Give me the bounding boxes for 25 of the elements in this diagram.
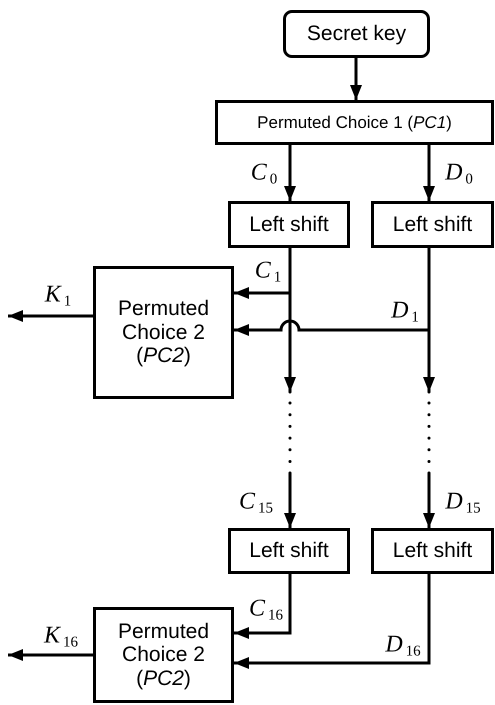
process-box bbox=[371, 528, 494, 574]
arrow bbox=[234, 574, 292, 639]
arrow bbox=[284, 145, 296, 201]
process-box bbox=[371, 201, 494, 248]
arrow bbox=[423, 145, 435, 201]
arrow bbox=[234, 574, 430, 669]
node-label: Left shift bbox=[249, 539, 329, 563]
process-box bbox=[228, 201, 350, 248]
arrow bbox=[423, 246, 435, 530]
arrow bbox=[284, 246, 296, 530]
process-box bbox=[215, 100, 494, 145]
node-label: Secret key bbox=[306, 22, 406, 46]
node-label: Permuted Choice 2 (PC2) bbox=[116, 620, 210, 690]
node-label: Left shift bbox=[392, 539, 472, 563]
node-label: Permuted Choice 2 (PC2) bbox=[116, 297, 210, 368]
node-label: Permuted Choice 1 (PC1) bbox=[257, 112, 452, 132]
arrow bbox=[8, 649, 93, 661]
process-box bbox=[228, 528, 350, 574]
process-box bbox=[93, 266, 234, 399]
input-box bbox=[283, 10, 430, 58]
arrow bbox=[350, 58, 362, 100]
node-label: Left shift bbox=[392, 212, 472, 236]
node-label: Left shift bbox=[249, 212, 329, 236]
process-box bbox=[93, 607, 234, 703]
arrow bbox=[8, 310, 93, 322]
